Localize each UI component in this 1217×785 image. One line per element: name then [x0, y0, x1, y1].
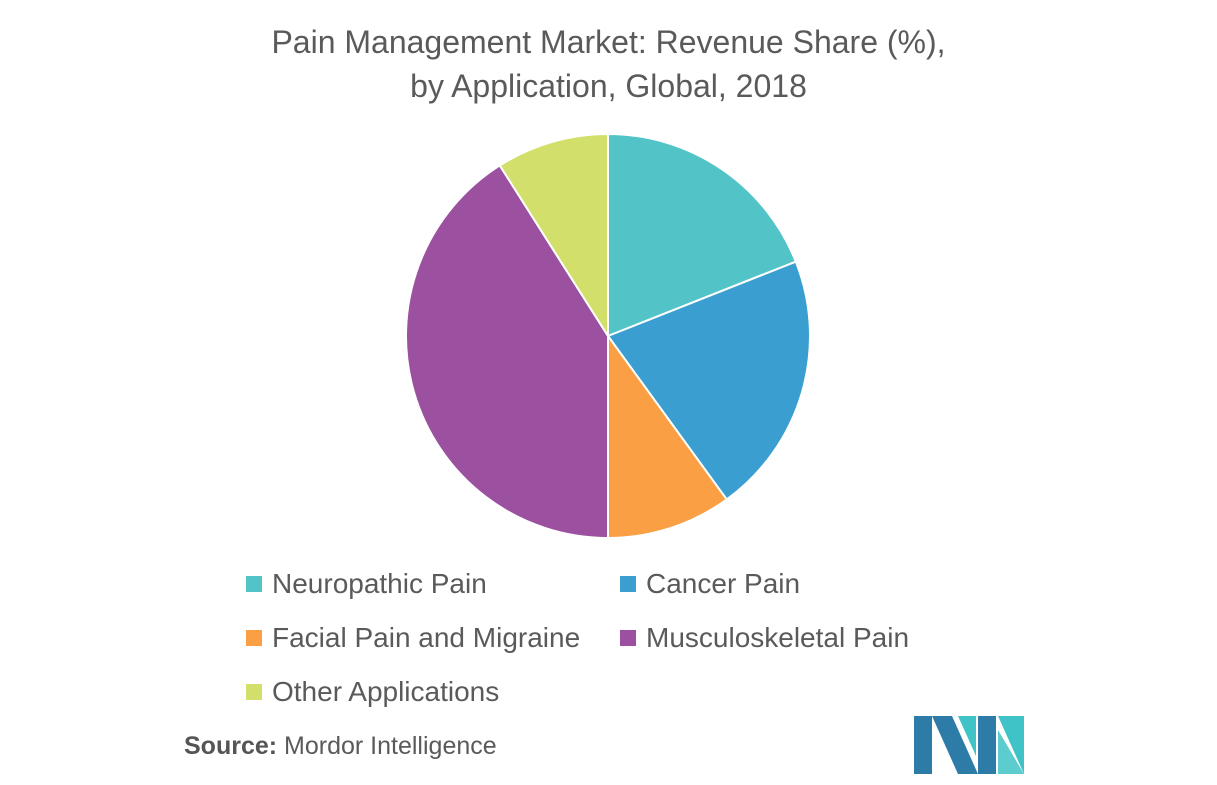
logo-teal-right-base [998, 730, 1024, 774]
legend-label-cancer-pain: Cancer Pain [646, 568, 801, 599]
pie-slice-musculoskeletal-pain [405, 164, 609, 539]
chart-title-line-1: Pain Management Market: Revenue Share (%… [271, 24, 946, 60]
legend-swatch-musculoskeletal-pain [620, 630, 636, 646]
logo-dark-center [978, 716, 996, 774]
source-note: Source: Mordor Intelligence [184, 732, 497, 761]
legend-label-neuropathic-pain: Neuropathic Pain [272, 568, 487, 599]
pie-slice-other-applications [498, 133, 609, 337]
chart-title-line-2: by Application, Global, 2018 [410, 68, 807, 104]
legend-item-neuropathic-pain: Neuropathic Pain [246, 568, 487, 600]
legend-item-musculoskeletal-pain: Musculoskeletal Pain [620, 622, 909, 654]
pie-slice-neuropathic-pain [607, 133, 797, 337]
legend-swatch-other-applications [246, 684, 262, 700]
source-label: Source: [184, 732, 278, 760]
logo-dark-diagonal [932, 716, 978, 774]
logo-dark-left-bar [914, 716, 932, 774]
legend-swatch-cancer-pain [620, 576, 636, 592]
logo-teal-right [998, 716, 1024, 774]
pie-slice-facial-pain-and-migraine [607, 335, 728, 539]
legend-item-cancer-pain: Cancer Pain [620, 568, 800, 600]
legend-item-facial-pain-and-migraine: Facial Pain and Migraine [246, 622, 580, 654]
legend-label-facial-pain-and-migraine: Facial Pain and Migraine [272, 622, 581, 653]
pie-slice-cancer-pain [607, 260, 811, 501]
chart-title: Pain Management Market: Revenue Share (%… [0, 20, 1217, 108]
legend-label-other-applications: Other Applications [272, 676, 500, 707]
legend-label-musculoskeletal-pain: Musculoskeletal Pain [646, 622, 910, 653]
legend-item-other-applications: Other Applications [246, 676, 499, 708]
source-text: Mordor Intelligence [284, 732, 497, 760]
mordor-intelligence-logo-icon [914, 716, 1024, 774]
legend-swatch-facial-pain-and-migraine [246, 630, 262, 646]
legend-swatch-neuropathic-pain [246, 576, 262, 592]
logo-teal-center [958, 716, 976, 756]
